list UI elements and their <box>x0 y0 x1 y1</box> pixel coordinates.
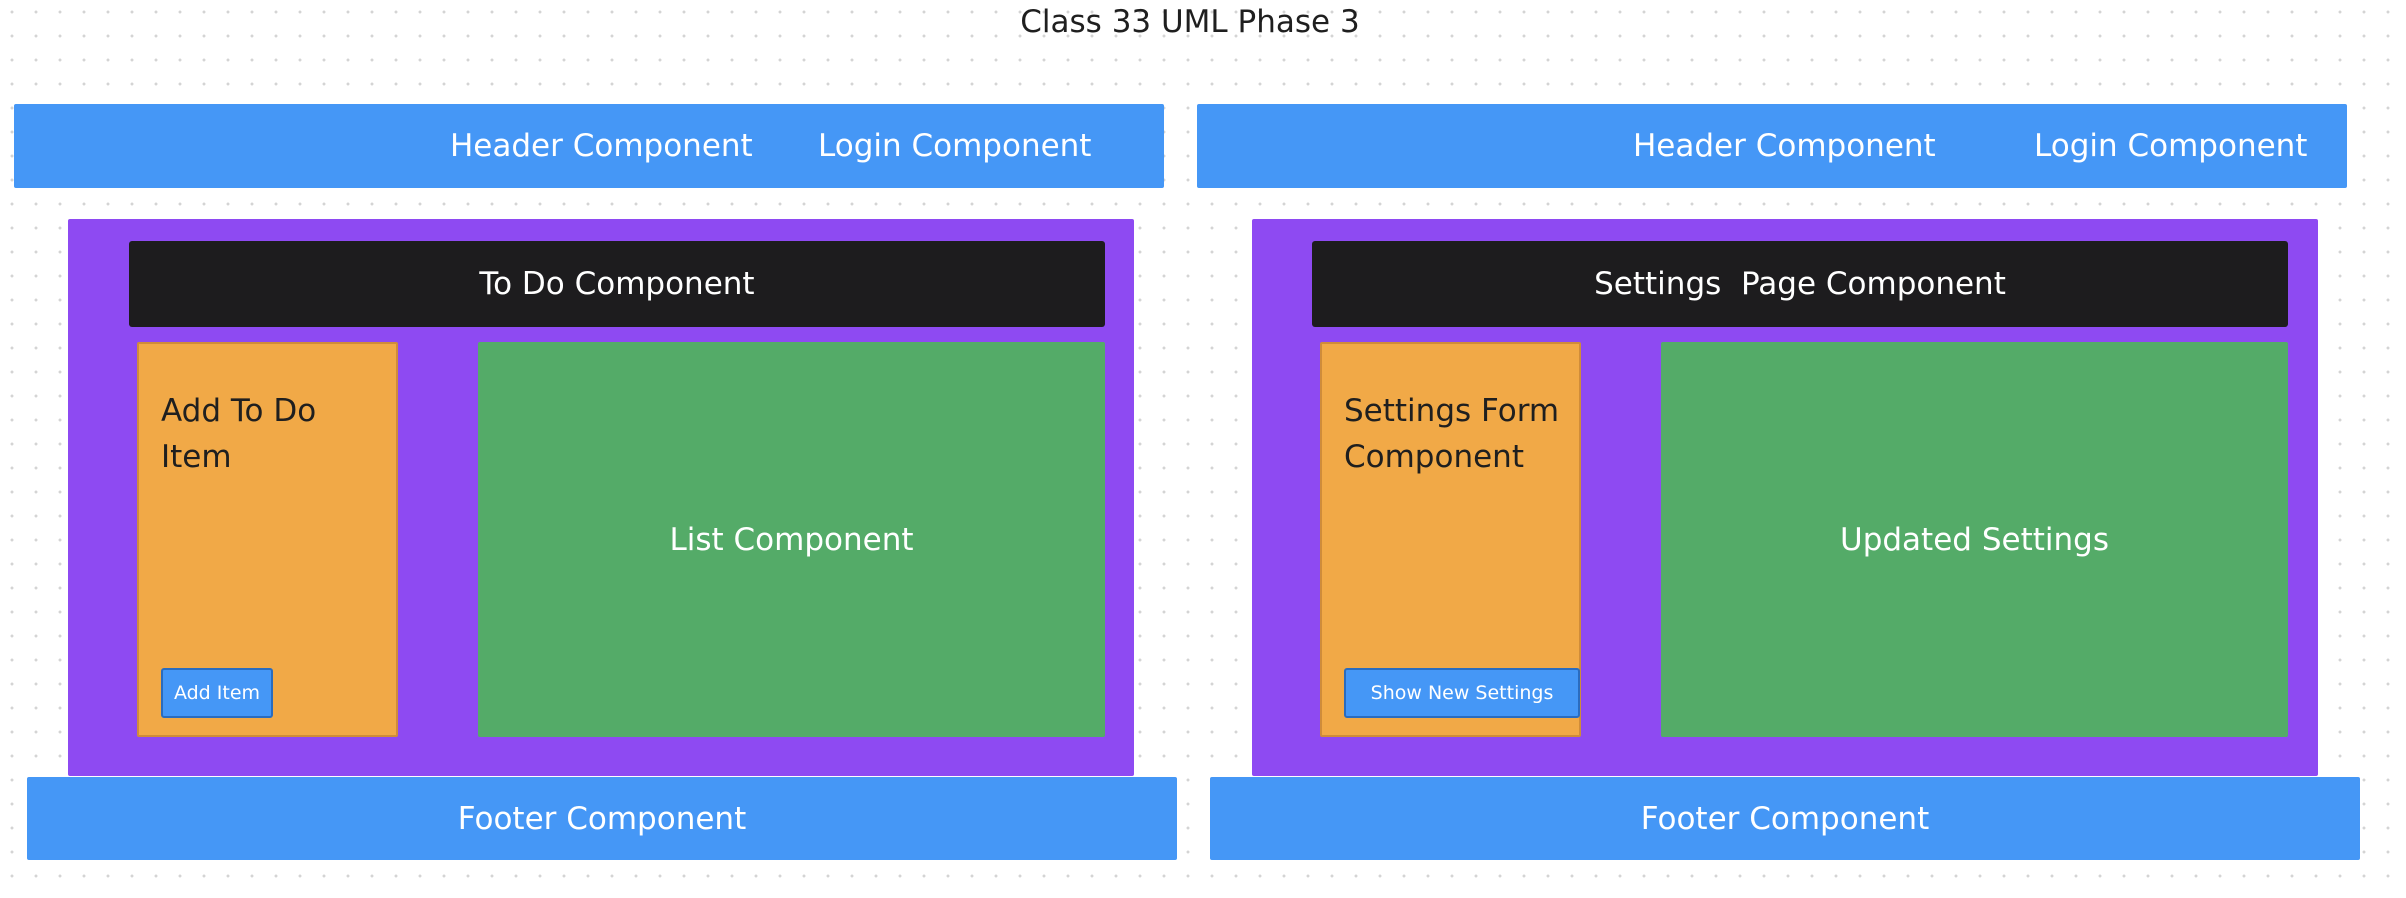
right-footer-component[interactable]: Footer Component <box>1210 777 2360 860</box>
left-header-label: Header Component <box>450 128 753 164</box>
add-item-button[interactable]: Add Item <box>161 668 273 718</box>
right-header-label: Header Component <box>1633 128 1936 164</box>
right-form-label-line1: Settings Form <box>1344 393 1560 429</box>
right-settings-page-component[interactable]: Settings Page Component <box>1312 241 2288 327</box>
right-form-label-line2: Component <box>1344 439 1524 475</box>
right-updated-settings[interactable]: Updated Settings <box>1661 342 2288 737</box>
left-footer-component[interactable]: Footer Component <box>27 777 1177 860</box>
diagram-title: Class 33 UML Phase 3 <box>1020 4 1360 40</box>
left-header-component[interactable]: Header Component Login Component <box>14 104 1164 188</box>
right-settings-form[interactable]: Settings Form Component Show New Setting… <box>1320 342 1581 737</box>
right-login-label: Login Component <box>2034 128 2308 164</box>
left-login-label: Login Component <box>818 128 1092 164</box>
show-new-settings-button[interactable]: Show New Settings <box>1344 668 1580 718</box>
left-add-todo-form[interactable]: Add To Do Item Add Item <box>137 342 398 737</box>
left-form-label: Add To Do Item <box>161 393 317 475</box>
left-list-component[interactable]: List Component <box>478 342 1105 737</box>
left-todo-component[interactable]: To Do Component <box>129 241 1105 327</box>
right-header-component[interactable]: Header Component Login Component <box>1197 104 2347 188</box>
right-form-label: Settings Form Component <box>1344 388 1559 480</box>
